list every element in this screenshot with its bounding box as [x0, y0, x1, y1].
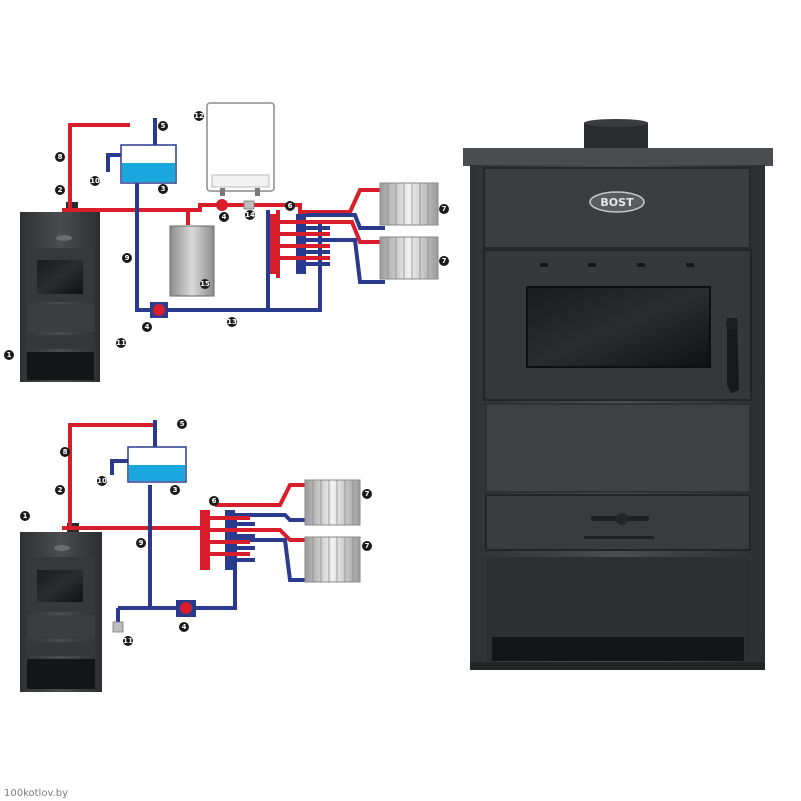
- markers-bottom: 1 2 3 4 5 6 7 7 8 9 10 11: [20, 419, 372, 646]
- radiators-top: [379, 182, 439, 280]
- svg-text:1: 1: [23, 512, 28, 520]
- top-heating-scheme: [20, 102, 439, 382]
- brand-badge: BOST: [589, 191, 645, 213]
- svg-text:6: 6: [212, 497, 217, 505]
- svg-text:2: 2: [58, 486, 63, 494]
- marker-1: 1: [20, 511, 30, 521]
- svg-text:3: 3: [161, 185, 166, 193]
- svg-text:7: 7: [365, 490, 370, 498]
- marker-11: 11: [116, 338, 126, 348]
- svg-text:6: 6: [288, 202, 293, 210]
- marker-4b: 4: [219, 212, 229, 222]
- manifold-top: [270, 214, 330, 274]
- svg-text:15: 15: [200, 280, 210, 288]
- marker-14: 14: [245, 210, 255, 220]
- marker-3: 3: [170, 485, 180, 495]
- gas-boiler: [206, 102, 275, 196]
- svg-text:9: 9: [125, 254, 130, 262]
- marker-7a: 7: [362, 489, 372, 499]
- radiators-bottom: [304, 479, 361, 583]
- marker-15: 15: [200, 279, 210, 289]
- svg-text:4: 4: [145, 323, 150, 331]
- marker-9: 9: [136, 538, 146, 548]
- marker-5: 5: [177, 419, 187, 429]
- svg-text:10: 10: [97, 477, 107, 485]
- svg-text:2: 2: [58, 186, 63, 194]
- marker-3: 3: [158, 184, 168, 194]
- svg-text:10: 10: [90, 177, 100, 185]
- svg-text:8: 8: [63, 448, 68, 456]
- large-stove-render: BOST: [463, 119, 773, 670]
- marker-12: 12: [194, 111, 204, 121]
- svg-text:4: 4: [182, 623, 187, 631]
- marker-6: 6: [209, 496, 219, 506]
- expansion-tank-top: [120, 144, 177, 184]
- door-handle: [727, 318, 739, 393]
- svg-text:5: 5: [180, 420, 185, 428]
- bottom-heating-scheme: [20, 420, 361, 692]
- stove-chimney-pipe: [584, 122, 648, 152]
- marker-5: 5: [158, 121, 168, 131]
- marker-13: 13: [227, 317, 237, 327]
- markers-top: 1 2 3 4 4 5 6 7 7 8 9 10 11 12 13 14 15: [4, 111, 449, 360]
- small-stove-top: [20, 202, 100, 382]
- svg-text:13: 13: [227, 318, 237, 326]
- marker-4: 4: [142, 322, 152, 332]
- manifold-bottom: [200, 510, 255, 570]
- svg-text:8: 8: [58, 153, 63, 161]
- marker-2: 2: [55, 185, 65, 195]
- svg-text:7: 7: [365, 542, 370, 550]
- marker-1: 1: [4, 350, 14, 360]
- svg-text:12: 12: [194, 112, 204, 120]
- pump-icon: [176, 600, 196, 617]
- marker-2: 2: [55, 485, 65, 495]
- svg-text:BOST: BOST: [600, 196, 634, 209]
- pump-icon: [216, 199, 228, 211]
- marker-7a: 7: [439, 204, 449, 214]
- svg-text:7: 7: [442, 205, 447, 213]
- svg-text:5: 5: [161, 122, 166, 130]
- marker-8: 8: [55, 152, 65, 162]
- marker-7b: 7: [362, 541, 372, 551]
- svg-text:11: 11: [116, 339, 126, 347]
- marker-10: 10: [97, 476, 107, 486]
- marker-8: 8: [60, 447, 70, 457]
- door-glass-window: [526, 286, 711, 368]
- svg-text:4: 4: [222, 213, 227, 221]
- svg-text:14: 14: [245, 211, 255, 219]
- marker-10: 10: [90, 176, 100, 186]
- svg-text:11: 11: [123, 637, 133, 645]
- stove-top-plate: [463, 148, 773, 166]
- svg-text:7: 7: [442, 257, 447, 265]
- marker-4: 4: [179, 622, 189, 632]
- svg-text:9: 9: [139, 539, 144, 547]
- site-watermark: 100kotlov.by: [4, 788, 69, 799]
- marker-9: 9: [122, 253, 132, 263]
- marker-11: 11: [123, 636, 133, 646]
- marker-6: 6: [285, 201, 295, 211]
- svg-text:1: 1: [7, 351, 12, 359]
- svg-text:3: 3: [173, 486, 178, 494]
- valve-icon: [243, 200, 255, 210]
- expansion-tank-bottom: [127, 446, 187, 483]
- pump-icon: [150, 302, 168, 318]
- return-pipes-top: [106, 118, 385, 312]
- valve-icon: [112, 621, 124, 633]
- marker-7b: 7: [439, 256, 449, 266]
- small-stove-bottom: [20, 523, 102, 692]
